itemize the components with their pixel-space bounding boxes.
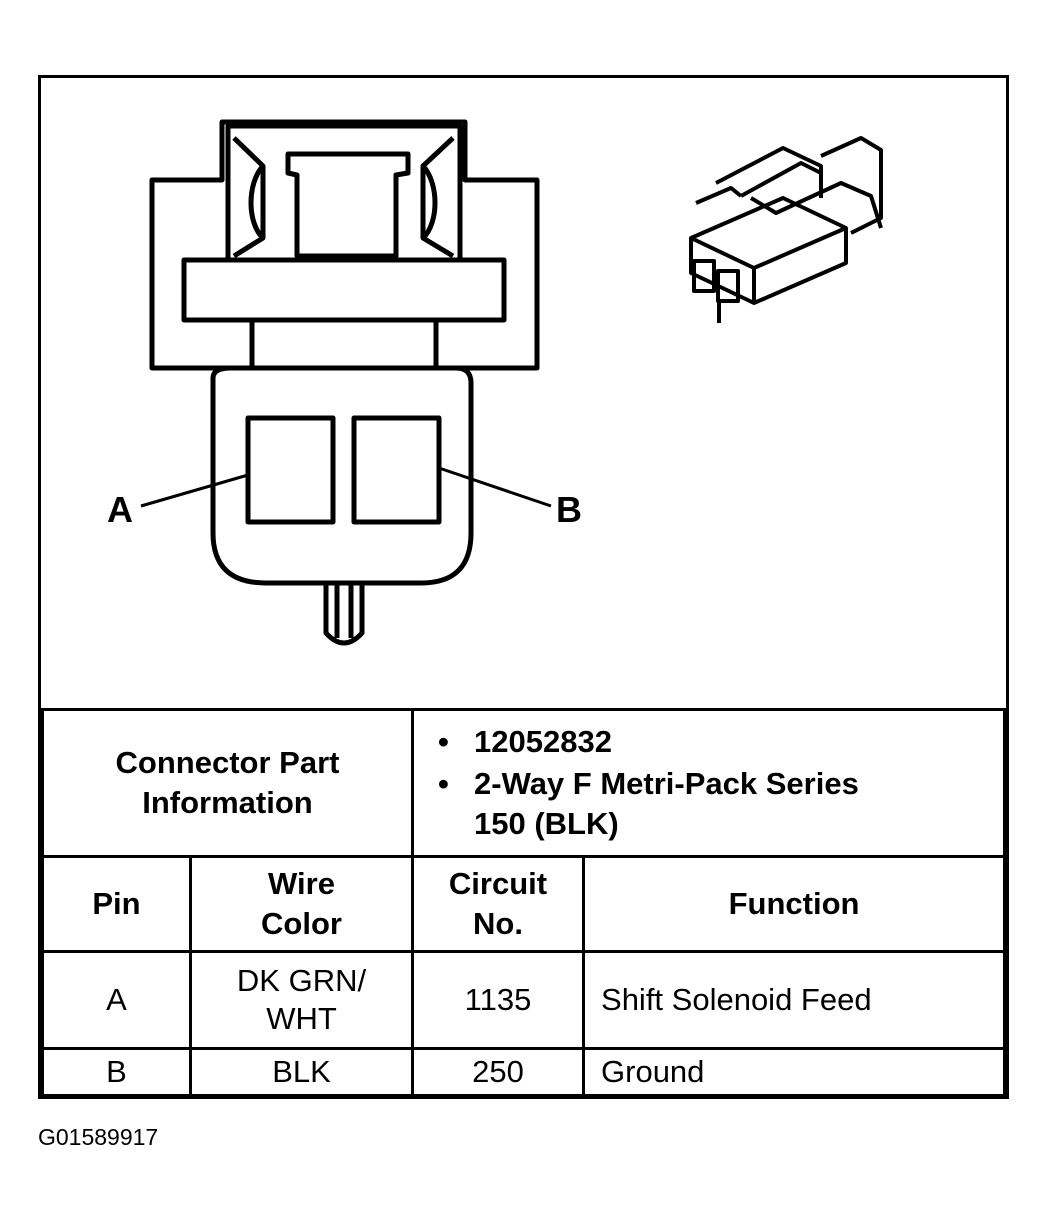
diagram-frame: A B Connector Part Information 12052832 … bbox=[38, 75, 1009, 1099]
pin-b-label: B bbox=[556, 489, 582, 530]
circuit-cell: 250 bbox=[411, 1047, 586, 1097]
circuit-cell: 1135 bbox=[411, 950, 586, 1050]
pin-b-cavity bbox=[351, 415, 442, 525]
connector-part-row: Connector Part Information 12052832 2-Wa… bbox=[40, 708, 1006, 858]
column-header-pin: Pin bbox=[41, 855, 192, 953]
pin-a-label: A bbox=[107, 489, 133, 530]
part-number: 12052832 bbox=[438, 722, 1003, 762]
column-header-wire-color: Wire Color bbox=[188, 855, 415, 953]
wire-color-cell: BLK bbox=[188, 1047, 415, 1097]
table-header-row: Pin Wire Color Circuit No. Function bbox=[41, 855, 1006, 953]
part-description-line2: 150 (BLK) bbox=[474, 806, 619, 841]
table-row: A DK GRN/ WHT 1135 Shift Solenoid Feed bbox=[41, 950, 1006, 1050]
wire-color-line2: WHT bbox=[266, 1001, 337, 1036]
function-cell: Shift Solenoid Feed bbox=[582, 950, 1006, 1050]
pin-cell: B bbox=[41, 1047, 192, 1097]
pin-a-cavity bbox=[245, 415, 336, 525]
part-description: 2-Way F Metri-Pack Series 150 (BLK) bbox=[438, 764, 1003, 844]
circuit-header-line2: No. bbox=[473, 906, 523, 941]
figure-code: G01589917 bbox=[38, 1124, 159, 1150]
connector-isometric-view bbox=[689, 136, 883, 323]
leader-line-b bbox=[438, 466, 552, 508]
table-row: B BLK 250 Ground bbox=[41, 1047, 1006, 1097]
wire-color-cell: DK GRN/ WHT bbox=[188, 950, 415, 1050]
connector-part-details: 12052832 2-Way F Metri-Pack Series 150 (… bbox=[411, 708, 1006, 858]
part-description-line1: 2-Way F Metri-Pack Series bbox=[474, 766, 859, 801]
function-cell: Ground bbox=[582, 1047, 1006, 1097]
connector-diagram: A B bbox=[107, 119, 883, 646]
column-header-function: Function bbox=[582, 855, 1006, 953]
circuit-header-line1: Circuit bbox=[448, 866, 548, 901]
connector-part-label-line1: Connector Part bbox=[115, 745, 340, 780]
connector-front-view bbox=[149, 119, 540, 646]
connector-part-label-line2: Information bbox=[142, 785, 313, 820]
wire-color-line1: DK GRN/ bbox=[236, 963, 367, 998]
wire-color-header-line1: Wire bbox=[268, 866, 335, 901]
connector-part-label: Connector Part Information bbox=[40, 708, 415, 858]
leader-line-a bbox=[140, 473, 249, 508]
pin-cell: A bbox=[41, 950, 192, 1050]
column-header-circuit: Circuit No. bbox=[411, 855, 586, 953]
wire-color-header-line2: Color bbox=[261, 906, 342, 941]
connector-info-table: Connector Part Information 12052832 2-Wa… bbox=[40, 708, 1006, 1097]
